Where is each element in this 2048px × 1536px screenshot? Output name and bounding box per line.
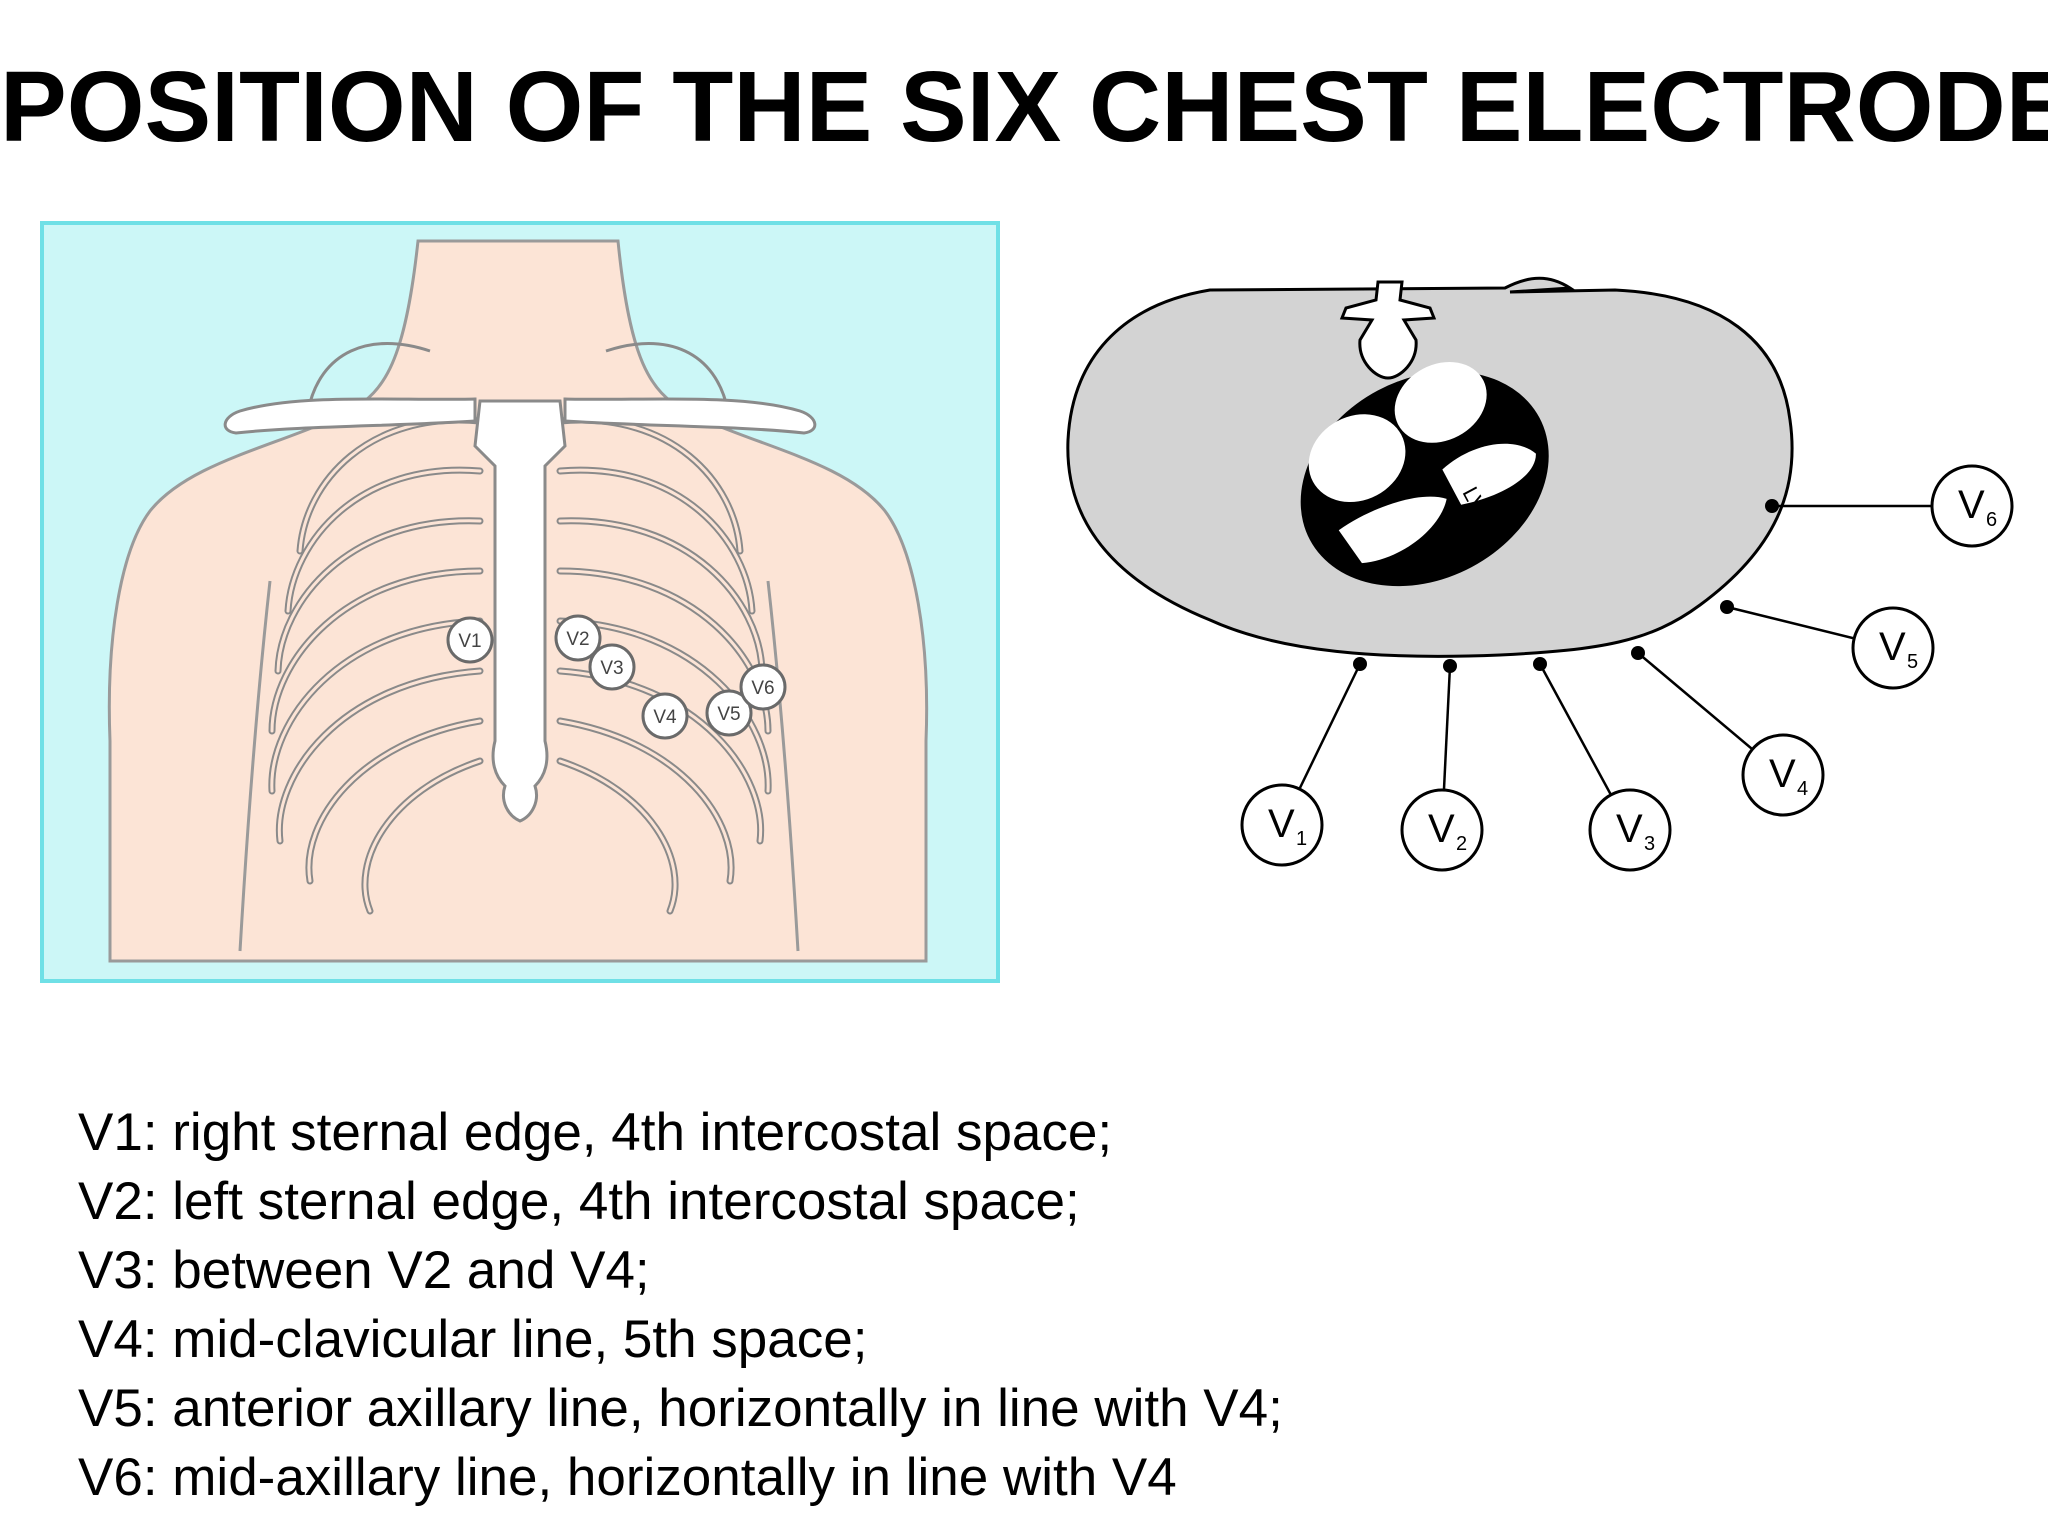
electrode-dot — [1765, 499, 1779, 513]
chest-electrode-v2: V2 — [554, 614, 602, 662]
left-clavicle — [563, 397, 817, 435]
lead-letter: V — [1616, 807, 1643, 851]
right-arm-line — [238, 580, 272, 952]
lead-letter: V — [1958, 483, 1985, 527]
electrode-dot — [1353, 657, 1367, 671]
lead-bubble — [1930, 464, 2014, 548]
description-v6: V6: mid-axillary line, horizontally in l… — [78, 1448, 1177, 1507]
heart — [1300, 361, 1549, 587]
chest-electrode-label: V5 — [717, 704, 740, 725]
chest-electrode-label: V2 — [566, 629, 589, 650]
lead-number: 1 — [1296, 828, 1307, 850]
first-rib-left — [605, 342, 730, 412]
electrode-dot — [1533, 657, 1547, 671]
chest-electrode-v4: V4 — [641, 692, 689, 740]
chest-electrode-label: V6 — [751, 678, 774, 699]
chest-electrode-v1: V1 — [446, 616, 494, 664]
right-clavicle — [223, 397, 477, 435]
lead-bubble — [1741, 733, 1825, 817]
lead-letter: V — [1428, 807, 1455, 851]
electrode-dot — [1631, 646, 1645, 660]
left-ventricle — [1442, 443, 1536, 505]
lead-bubble — [1588, 788, 1672, 872]
sternum — [473, 399, 567, 823]
right-ventricle — [1338, 496, 1447, 564]
description-v3: V3: between V2 and V4; — [78, 1241, 650, 1300]
chest-electrode-v3: V3 — [588, 643, 636, 691]
description-v5: V5: anterior axillary line, horizontally… — [78, 1379, 1283, 1438]
chest-electrode-label: V3 — [600, 658, 623, 679]
chest-electrode-label: V1 — [458, 631, 481, 652]
left-atrium — [1394, 361, 1487, 443]
lead-bubble — [1240, 783, 1324, 867]
lead-number: 3 — [1644, 833, 1655, 855]
description-v4: V4: mid-clavicular line, 5th space; — [78, 1310, 868, 1369]
lead-letter: V — [1769, 752, 1796, 796]
description-v1: V1: right sternal edge, 4th intercostal … — [78, 1103, 1113, 1162]
lead-letter: V — [1268, 802, 1295, 846]
first-rib-right — [306, 342, 431, 412]
right-atrium — [1308, 414, 1406, 503]
electrode-description-list: V1: right sternal edge, 4th intercostal … — [78, 1098, 1283, 1512]
lead-number: 5 — [1907, 651, 1918, 673]
lead-bubble — [1400, 788, 1484, 872]
lead-number: 2 — [1456, 833, 1467, 855]
chest-electrode-v5: V5 — [705, 689, 753, 737]
page-title: POSITION OF THE SIX CHEST ELECTRODES — [0, 51, 2048, 163]
lead-bubble — [1851, 606, 1935, 690]
description-v2: V2: left sternal edge, 4th intercostal s… — [78, 1172, 1080, 1231]
electrode-dot — [1443, 659, 1457, 673]
lead-number: 4 — [1797, 778, 1808, 800]
lead-letter: V — [1879, 625, 1906, 669]
chest-electrode-v6: V6 — [739, 663, 787, 711]
left-arm-line — [766, 580, 800, 952]
lead-number: 6 — [1986, 509, 1997, 531]
chest-electrode-label: V4 — [653, 707, 677, 728]
vertebra — [1339, 280, 1437, 380]
electrode-dot — [1720, 600, 1734, 614]
